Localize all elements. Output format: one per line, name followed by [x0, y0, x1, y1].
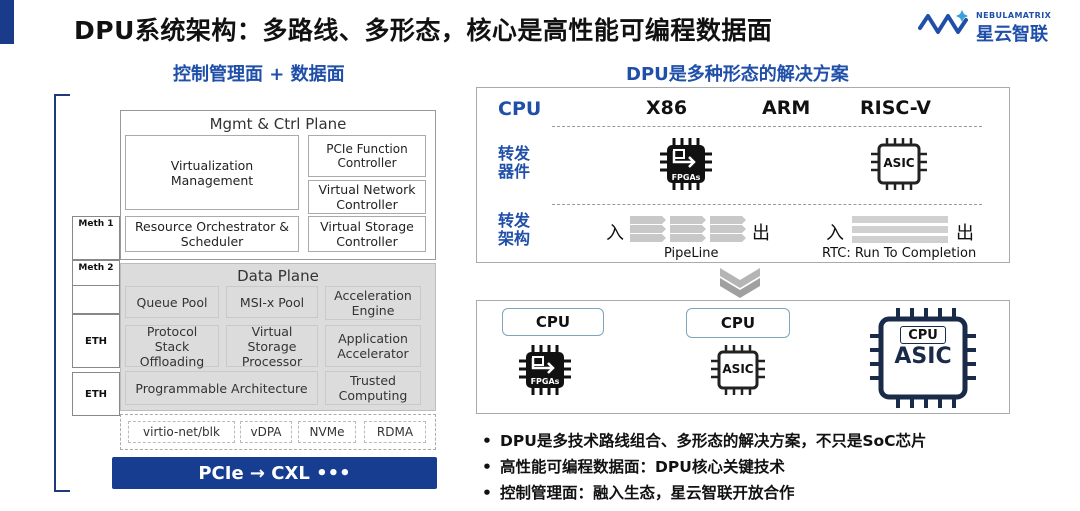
trusted-computing-box: Trusted Computing: [325, 371, 421, 405]
fpga-chip-icon-2: FPGAs: [516, 343, 574, 397]
pipeline-out-label: 出: [752, 223, 770, 244]
pcie-function-controller-box: PCIe Function Controller: [308, 135, 426, 177]
rtc-out-label: 出: [956, 223, 974, 244]
mgmt-plane-title: Mgmt & Ctrl Plane: [209, 115, 347, 133]
rtc-arrows-icon: [852, 212, 950, 246]
interface-tags-row: [120, 414, 436, 450]
row-label-forwarding-arch-line2: 架构: [498, 229, 531, 249]
pipeline-arrows-icon: [630, 212, 748, 246]
virtual-storage-processor-box: Virtual Storage Processor: [226, 324, 318, 369]
logo-mark-icon: [918, 10, 968, 34]
pcie-cxl-bar: PCIe → CXL •••: [112, 457, 437, 489]
system-bracket: [54, 94, 70, 492]
side-label-meth2: Meth 2: [72, 260, 120, 286]
virtual-storage-controller-box: Virtual Storage Controller: [308, 216, 426, 252]
big-asic-cpu-label: CPU: [900, 326, 946, 344]
cpu-chip-2: CPU: [686, 308, 790, 338]
chevron-down-icon: [718, 266, 762, 298]
protocol-stack-offloading-box: Protocol Stack Offloading: [125, 324, 219, 369]
tag-rdma: RDMA: [364, 421, 426, 443]
arch-riscv: RISC-V: [860, 97, 931, 119]
side-label-eth2: ETH: [72, 372, 120, 416]
forms-panel: [476, 87, 1010, 263]
page-title: DPU系统架构：多路线、多形态，核心是高性能可编程数据面: [74, 16, 773, 45]
row-label-forwarding-device-line1: 转发: [498, 144, 531, 163]
data-plane-title: Data Plane: [237, 267, 319, 285]
tag-virtio: virtio-net/blk: [128, 421, 235, 443]
arch-x86: X86: [646, 97, 688, 119]
virtualization-management-box: Virtualization Management: [125, 135, 299, 210]
left-subtitle: 控制管理面 + 数据面: [173, 64, 345, 85]
rtc-label: RTC: Run To Completion: [822, 246, 977, 261]
bullet-item: • 控制管理面：融入生态，星云智联开放合作: [482, 480, 927, 506]
bullet-text: 控制管理面：融入生态，星云智联开放合作: [500, 484, 795, 502]
logo-english: NEBULAMATRIX: [976, 11, 1052, 20]
bullet-text: 高性能可编程数据面：DPU核心关键技术: [500, 458, 785, 476]
asic-chip-icon: ASIC: [868, 136, 930, 192]
fpga-chip-label-2: FPGAs: [530, 377, 560, 386]
bullet-item: • DPU是多技术路线组合、多形态的解决方案，不只是SoC芯片: [482, 428, 927, 454]
virtual-network-controller-box: Virtual Network Controller: [308, 180, 426, 214]
big-asic-chip-icon: CPU ASIC: [868, 306, 978, 410]
msix-pool-box: MSI-x Pool: [226, 286, 318, 318]
row-label-forwarding-device-line2: 器件: [498, 162, 531, 182]
bullet-dot: •: [482, 458, 492, 476]
side-label-meth1: Meth 1: [72, 216, 120, 260]
fpga-chip-icon: FPGAs: [656, 136, 716, 192]
cpu-chip-1: CPU: [502, 308, 604, 336]
bullet-dot: •: [482, 484, 492, 502]
pipeline-label: PipeLine: [664, 246, 719, 261]
arch-arm: ARM: [762, 97, 811, 119]
asic-chip-label-2: ASIC: [722, 362, 754, 376]
resource-orchestrator-box: Resource Orchestrator & Scheduler: [125, 216, 299, 252]
rtc-in-label: 入: [826, 223, 844, 244]
right-subtitle: DPU是多种形态的解决方案: [626, 64, 849, 85]
fpga-chip-label: FPGAs: [671, 173, 701, 182]
row-label-cpu: CPU: [498, 98, 542, 120]
application-accelerator-box: Application Accelerator: [325, 325, 421, 367]
company-logo: NEBULAMATRIX 星云智联: [918, 4, 1068, 45]
tag-nvme: NVMe: [298, 421, 356, 443]
acceleration-engine-box: Acceleration Engine: [325, 286, 421, 320]
row-label-forwarding-arch: 转发 架构: [498, 211, 531, 249]
row-label-forwarding-arch-line1: 转发: [498, 211, 531, 230]
title-accent-bar: [0, 0, 14, 44]
bullet-item: • 高性能可编程数据面：DPU核心关键技术: [482, 454, 927, 480]
logo-chinese: 星云智联: [976, 24, 1048, 45]
divider-1: [552, 126, 982, 127]
side-label-spacer: [72, 286, 120, 314]
tag-vdpa: vDPA: [240, 421, 292, 443]
asic-chip-icon-2: ASIC: [708, 343, 768, 397]
divider-2: [552, 204, 982, 205]
bullet-dot: •: [482, 432, 492, 450]
bullet-text: DPU是多技术路线组合、多形态的解决方案，不只是SoC芯片: [500, 432, 927, 450]
side-label-eth1: ETH: [72, 314, 120, 368]
pipeline-in-label: 入: [606, 223, 624, 244]
big-asic-label: ASIC: [894, 344, 952, 369]
row-label-forwarding-device: 转发 器件: [498, 144, 531, 182]
programmable-architecture-box: Programmable Architecture: [125, 371, 318, 405]
summary-bullets: • DPU是多技术路线组合、多形态的解决方案，不只是SoC芯片 • 高性能可编程数据…: [482, 428, 927, 506]
asic-chip-label: ASIC: [883, 156, 915, 170]
queue-pool-box: Queue Pool: [125, 286, 219, 318]
